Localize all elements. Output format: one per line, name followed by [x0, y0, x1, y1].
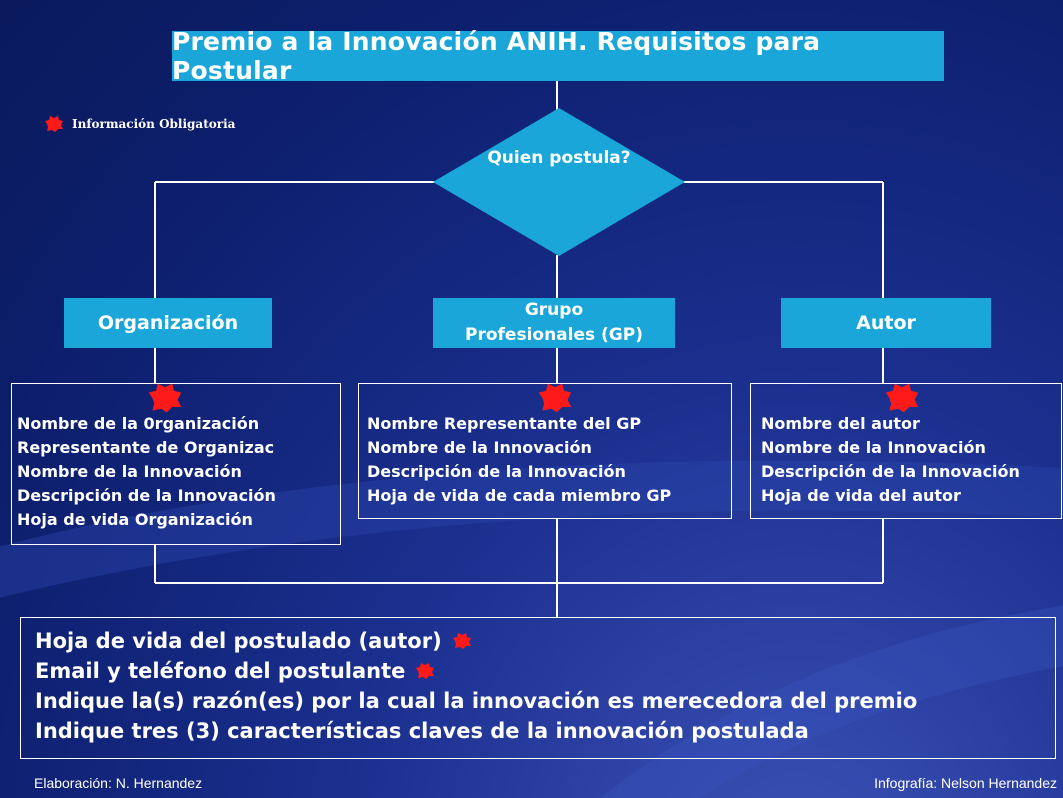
requirement-item: Hoja de vida Organización: [17, 510, 253, 529]
requirement-item: Nombre de la Innovación: [367, 438, 592, 457]
red-blot-icon: [452, 633, 471, 649]
common-requirement-row: Hoja de vida del postulado (autor): [35, 626, 1055, 656]
requirements-organizacion: Nombre de la 0rganización Representante …: [11, 383, 341, 545]
requirement-item: Hoja de vida del autor: [761, 486, 961, 505]
requirement-item: Nombre de la 0rganización: [17, 414, 260, 433]
requirement-item: Descripción de la Innovación: [761, 462, 1020, 481]
common-requirement: Hoja de vida del postulado (autor): [35, 629, 442, 653]
requirement-item: Nombre Representante del GP: [367, 414, 642, 433]
common-requirement: Email y teléfono del postulante: [35, 659, 406, 683]
red-blot-icon: [45, 116, 63, 132]
common-requirement-row: Indique la(s) razón(es) por la cual la i…: [35, 686, 1055, 716]
requirement-item: Nombre de la Innovación: [17, 462, 242, 481]
common-requirement-row: Indique tres (3) características claves …: [35, 716, 1055, 746]
category-autor: Autor: [781, 298, 991, 348]
common-requirements: Hoja de vida del postulado (autor) Email…: [20, 617, 1056, 759]
red-blot-icon: [538, 384, 572, 413]
common-requirement-row: Email y teléfono del postulante: [35, 656, 1055, 686]
legend: Información Obligatoria: [44, 115, 235, 133]
red-blot-icon: [416, 663, 435, 679]
category-organizacion: Organización: [64, 298, 272, 348]
requirement-item: Representante de Organizac: [17, 438, 275, 457]
requirements-grupo-profesionales: Nombre Representante del GP Nombre de la…: [358, 383, 732, 519]
common-requirement: Indique tres (3) características claves …: [35, 719, 809, 743]
category-gp-line2: Profesionales (GP): [465, 325, 643, 345]
footer-credit-left: Elaboración: N. Hernandez: [34, 775, 203, 791]
common-requirement: Indique la(s) razón(es) por la cual la i…: [35, 689, 918, 713]
requirement-item: Nombre del autor: [761, 414, 920, 433]
category-grupo-profesionales: Grupo Profesionales (GP): [433, 298, 675, 348]
footer-credit-right: Infografía: Nelson Hernandez: [874, 775, 1057, 791]
requirements-autor: Nombre del autor Nombre de la Innovación…: [750, 383, 1062, 519]
requirement-item: Descripción de la Innovación: [17, 486, 276, 505]
page-title: Premio a la Innovación ANIH. Requisitos …: [172, 27, 944, 85]
requirement-item: Descripción de la Innovación: [367, 462, 626, 481]
legend-label: Información Obligatoria: [72, 117, 236, 131]
decision-diamond: [433, 108, 685, 256]
decision-label: Quien postula?: [487, 148, 631, 168]
red-blot-icon: [885, 384, 919, 413]
red-blot-icon: [148, 384, 182, 413]
requirement-item: Hoja de vida de cada miembro GP: [367, 486, 672, 505]
requirement-item: Nombre de la Innovación: [761, 438, 986, 457]
category-gp-line1: Grupo: [524, 300, 584, 320]
